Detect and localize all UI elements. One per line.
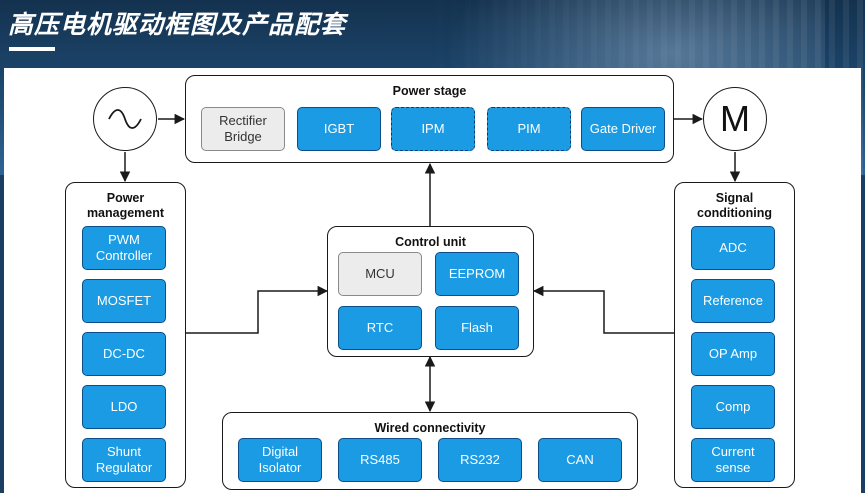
rectifier-bridge-block: Rectifier Bridge (201, 107, 285, 151)
ipm-block: IPM (391, 107, 475, 151)
power-management-title: Power management (86, 191, 165, 220)
can-block: CAN (538, 438, 622, 482)
dc-dc-block: DC-DC (82, 332, 166, 376)
pwm-controller-block: PWM Controller (82, 226, 166, 270)
power-stage-title: Power stage (392, 84, 467, 98)
eeprom-block: EEPROM (435, 252, 519, 296)
current-sense-block: Current sense (691, 438, 775, 482)
digital-isolator-block: Digital Isolator (238, 438, 322, 482)
flash-block: Flash (435, 306, 519, 350)
rs485-block: RS485 (338, 438, 422, 482)
mosfet-block: MOSFET (82, 279, 166, 323)
ldo-block: LDO (82, 385, 166, 429)
ac-source-circle (93, 87, 157, 151)
shunt-regulator-block: Shunt Regulator (82, 438, 166, 482)
wired-connectivity-title: Wired connectivity (374, 421, 486, 435)
pim-block: PIM (487, 107, 571, 151)
op-amp-block: OP Amp (691, 332, 775, 376)
adc-block: ADC (691, 226, 775, 270)
mcu-block: MCU (338, 252, 422, 296)
page-title: 高压电机驱动框图及产品配套 (8, 10, 347, 39)
motor-label: M (720, 98, 750, 139)
motor-circle: M (703, 87, 767, 151)
control-unit-title: Control unit (395, 235, 466, 249)
sine-wave-icon (108, 109, 142, 129)
rs232-block: RS232 (438, 438, 522, 482)
arrow-signal-to-control (532, 285, 674, 334)
rtc-block: RTC (338, 306, 422, 350)
igbt-block: IGBT (297, 107, 381, 151)
signal-conditioning-title: Signal conditioning (697, 191, 772, 220)
gate-driver-block: Gate Driver (581, 107, 665, 151)
reference-block: Reference (691, 279, 775, 323)
comp-block: Comp (691, 385, 775, 429)
arrow-power-mgmt-to-control (186, 285, 329, 334)
title-underline (9, 47, 55, 51)
